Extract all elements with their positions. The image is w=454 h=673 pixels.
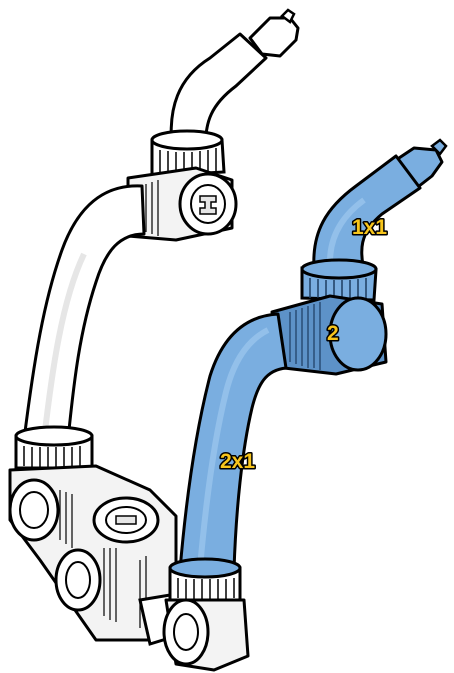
highlighted-bottom-ring [170, 559, 240, 600]
reference-long-tube [24, 186, 144, 440]
highlighted-long-tube [180, 314, 286, 570]
callout-connector: 2 [327, 322, 339, 345]
highlighted-bottom-end-cap [164, 600, 248, 670]
callout-lower-tube: 2x1 [220, 450, 255, 473]
callout-upper-tube: 1x1 [352, 216, 387, 239]
reference-lower-ring [16, 427, 92, 468]
highlighted-upper-ring [302, 260, 376, 300]
reference-bottom-hub [10, 466, 176, 644]
